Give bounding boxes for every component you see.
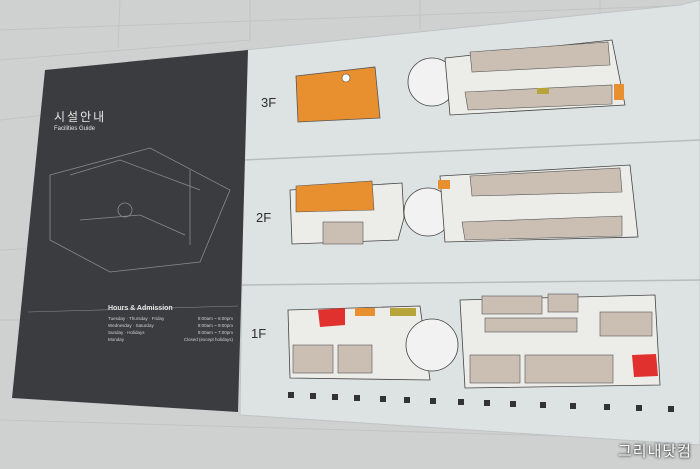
hours-row: Wednesday · Saturday 9:00am ~ 9:00pm: [108, 323, 233, 330]
hours-time: 9:00am ~ 7:00pm: [197, 330, 233, 335]
dark-info-panel: [12, 50, 248, 412]
legend-icons: [288, 392, 674, 412]
hours-time: 9:00am ~ 6:00pm: [197, 316, 233, 321]
floor-label-2f: 2F: [256, 210, 272, 225]
hours-list: Tuesday · Thursday · Friday 9:00am ~ 6:0…: [108, 316, 233, 344]
hours-title: Hours & Admission: [108, 305, 173, 312]
building-sketch: [49, 147, 231, 273]
hours-row: Monday Closed (except holidays): [108, 337, 233, 344]
watermark: 그리내닷컴: [617, 442, 692, 460]
hours-row: Sunday · Holidays 9:00am ~ 7:00pm: [108, 330, 233, 337]
hours-day: Wednesday · Saturday: [108, 323, 154, 328]
floor-label-1f: 1F: [251, 326, 267, 341]
sign-title-ko: 시설안내: [54, 110, 107, 124]
floor-label-3f: 3F: [261, 95, 277, 110]
floor-divider: [239, 279, 700, 286]
map-3f: [295, 39, 626, 123]
map-2f: [289, 164, 639, 245]
hours-day: Tuesday · Thursday · Friday: [108, 316, 165, 321]
floor-divider: [242, 139, 700, 161]
hours-row: Tuesday · Thursday · Friday 9:00am ~ 6:0…: [108, 316, 233, 323]
sign-title-en: Facilities Guide: [54, 126, 96, 132]
hours-day: Monday: [108, 337, 125, 342]
hours-time: Closed (except holidays): [183, 337, 233, 342]
hours-time: 9:00am ~ 9:00pm: [197, 323, 233, 328]
map-1f: [287, 293, 661, 389]
hours-day: Sunday · Holidays: [108, 330, 145, 335]
hours-divider: [27, 305, 239, 313]
